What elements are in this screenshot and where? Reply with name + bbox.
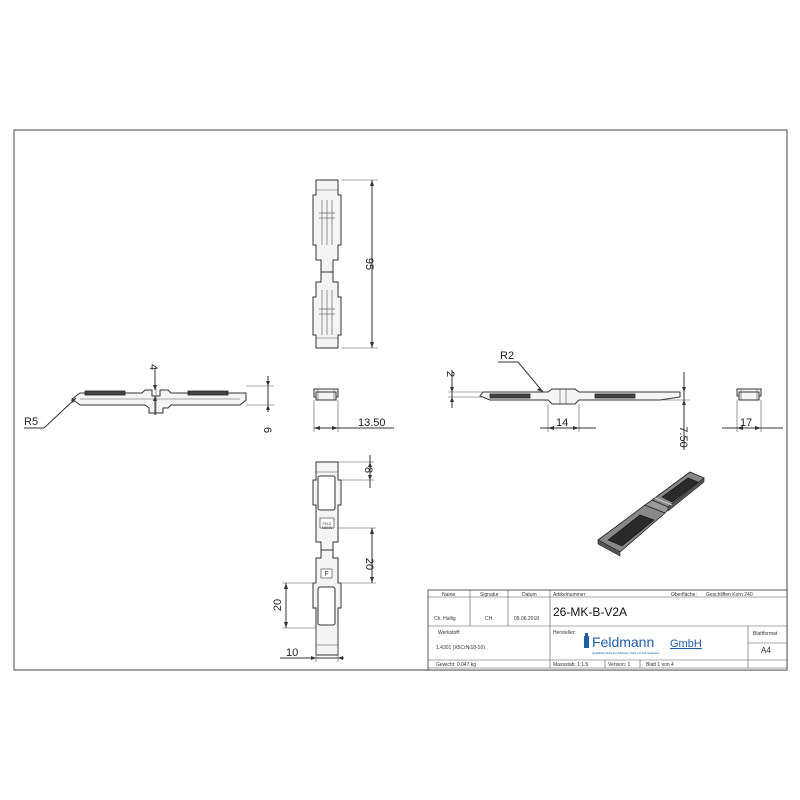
tb-version: Version: 1 <box>608 662 630 668</box>
company-tagline: Qualitätsprodukte aus Edelstahl, Stahl u… <box>592 651 660 655</box>
tb-oberflaeche-label: Oberfläche: <box>671 592 697 598</box>
tb-werkstoff-value: 1.4301 (X5CrNi18-10) <box>436 645 485 651</box>
right-side-view <box>479 388 681 405</box>
tb-header-datum: Datum <box>522 592 537 598</box>
dim-20-left-label: 20 <box>272 599 284 611</box>
dimension-10: 10 <box>280 628 344 662</box>
dim-13-50-label: 13.50 <box>358 417 386 429</box>
dim-20-right-label: 20 <box>363 558 375 570</box>
tb-header-signatur: Signatur <box>480 592 499 598</box>
title-block <box>427 589 788 671</box>
dim-2-label: 2 <box>444 371 456 377</box>
tb-blattformat-value: A4 <box>761 646 771 655</box>
dim-14-label: 14 <box>556 417 568 429</box>
tb-article-number: 26-MK-B-V2A <box>553 605 627 619</box>
end-view-2 <box>736 388 762 401</box>
tb-hersteller-label: Hersteller: <box>553 630 576 636</box>
r5-label: R5 <box>24 416 38 428</box>
dimension-95: 95 <box>341 179 378 349</box>
tb-drawn-by-signature: CH <box>485 616 493 622</box>
company-suffix: GmbH <box>670 638 702 650</box>
dimension-20-left: 20 <box>272 582 316 629</box>
dimension-6: 6 <box>246 376 274 433</box>
dim-4-label: 4 <box>147 364 159 370</box>
top-view <box>312 179 342 349</box>
tb-header-artikelnummer: Artikelnummer <box>553 592 586 598</box>
dimension-13-50: 13.50 <box>313 400 394 432</box>
dimension-7-50: 7.50 <box>660 372 690 450</box>
dim-6-label: 6 <box>261 427 273 433</box>
tb-header-name: Name <box>442 592 456 598</box>
bottom-view <box>312 461 342 656</box>
tb-massstab: Massstab: 1:1.5 <box>553 662 589 668</box>
dimension-8: 8 <box>338 455 374 488</box>
dimension-20-right: 20 <box>338 527 376 584</box>
tb-blattformat-label: Blattformat <box>753 631 778 637</box>
r2-label: R2 <box>500 350 514 362</box>
left-side-view <box>71 385 247 415</box>
tb-oberflaeche-value: Geschliffen Korn 240 <box>706 592 753 598</box>
tb-werkstoff-label: Werkstoff: <box>438 630 460 636</box>
dimension-17: 17 <box>722 400 783 432</box>
drawing-frame <box>13 129 788 671</box>
dim-95-label: 95 <box>363 258 375 270</box>
letter-engraving: F <box>324 571 328 578</box>
dimension-2: 2 <box>444 370 484 408</box>
tb-drawn-date: 05.06.2018 <box>514 616 539 622</box>
dim-8-label: 8 <box>362 467 374 473</box>
end-view-1 <box>313 388 339 401</box>
dimension-4: 4 <box>147 364 159 415</box>
dimension-r2: R2 <box>498 350 544 393</box>
company-name: Feldmann <box>592 634 654 650</box>
tb-blatt: Blatt 1 von 4 <box>646 662 674 668</box>
dim-7-50-label: 7.50 <box>677 426 689 447</box>
isometric-view <box>597 471 705 557</box>
dim-17-label: 17 <box>740 417 752 429</box>
company-logo: Feldmann GmbH Qualitätsprodukte aus Edel… <box>584 633 702 655</box>
dim-10-label: 10 <box>286 647 298 659</box>
tb-drawn-by-name: Ch. Hallig <box>434 616 456 622</box>
tb-gewicht: Gewicht: 0.047 kg <box>436 662 476 668</box>
dimension-r5: R5 <box>24 397 77 429</box>
dimension-14: 14 <box>540 404 596 432</box>
